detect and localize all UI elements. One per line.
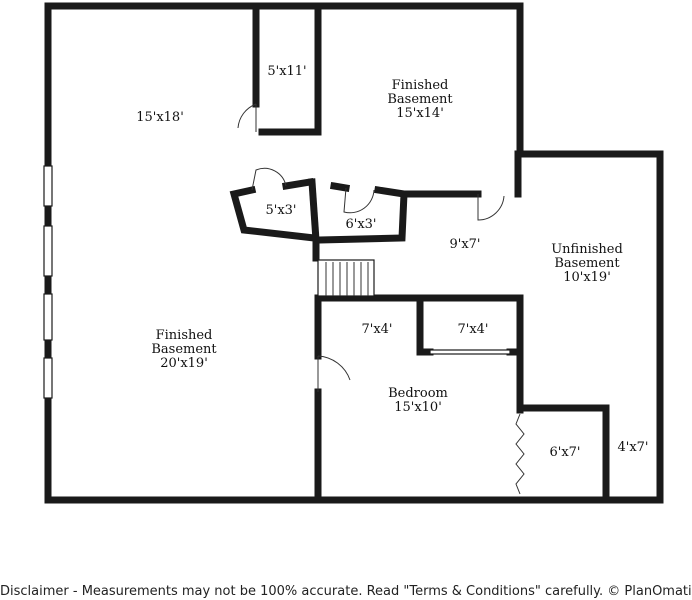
door-swing: [251, 167, 287, 191]
room-dims-hall: 9'x7': [449, 237, 480, 252]
room-dims-closet-a: 5'x3': [265, 203, 296, 218]
room-dims-storage-a: 6'x7': [549, 445, 580, 460]
room-dims-closet-bed-b: 7'x4': [457, 322, 488, 337]
room-dims: 20'x19': [160, 356, 208, 371]
room-dims-closet-bed-a: 7'x4': [361, 322, 392, 337]
disclaimer-text: Disclaimer - Measurements may not be 100…: [0, 584, 692, 599]
room-dims-storage-b: 4'x7': [617, 440, 648, 455]
bifold-door: [515, 413, 525, 495]
window: [43, 165, 53, 207]
door-swing: [343, 187, 375, 214]
room-name: Basement: [387, 92, 453, 107]
room-name: Unfinished: [551, 242, 623, 257]
windows: [43, 165, 53, 399]
door-swing: [317, 355, 351, 392]
room-name: Finished: [156, 328, 213, 343]
window: [43, 225, 53, 277]
doors: [237, 103, 525, 495]
room-dims: 15'x14': [396, 106, 444, 121]
sliding-door: [429, 349, 511, 355]
room-labels: 15'x18' 5'x11' Finished Basement 15'x14'…: [136, 64, 648, 460]
window: [43, 293, 53, 341]
room-dims-closet-top: 5'x11': [267, 64, 306, 79]
room-name: Finished: [392, 78, 449, 93]
room-name: Basement: [151, 342, 217, 357]
room-name: Basement: [554, 256, 620, 271]
interior-walls: [229, 2, 610, 504]
room-dims-upper-left: 15'x18': [136, 110, 184, 125]
door-swing: [477, 194, 505, 221]
room-dims: 10'x19': [563, 270, 611, 285]
window: [43, 357, 53, 399]
room-dims: 15'x10': [394, 400, 442, 415]
outer-walls: [44, 2, 664, 504]
stairs: [317, 259, 375, 297]
room-name: Bedroom: [388, 386, 448, 401]
door-swing: [237, 103, 257, 132]
room-dims-closet-b: 6'x3': [345, 217, 376, 232]
